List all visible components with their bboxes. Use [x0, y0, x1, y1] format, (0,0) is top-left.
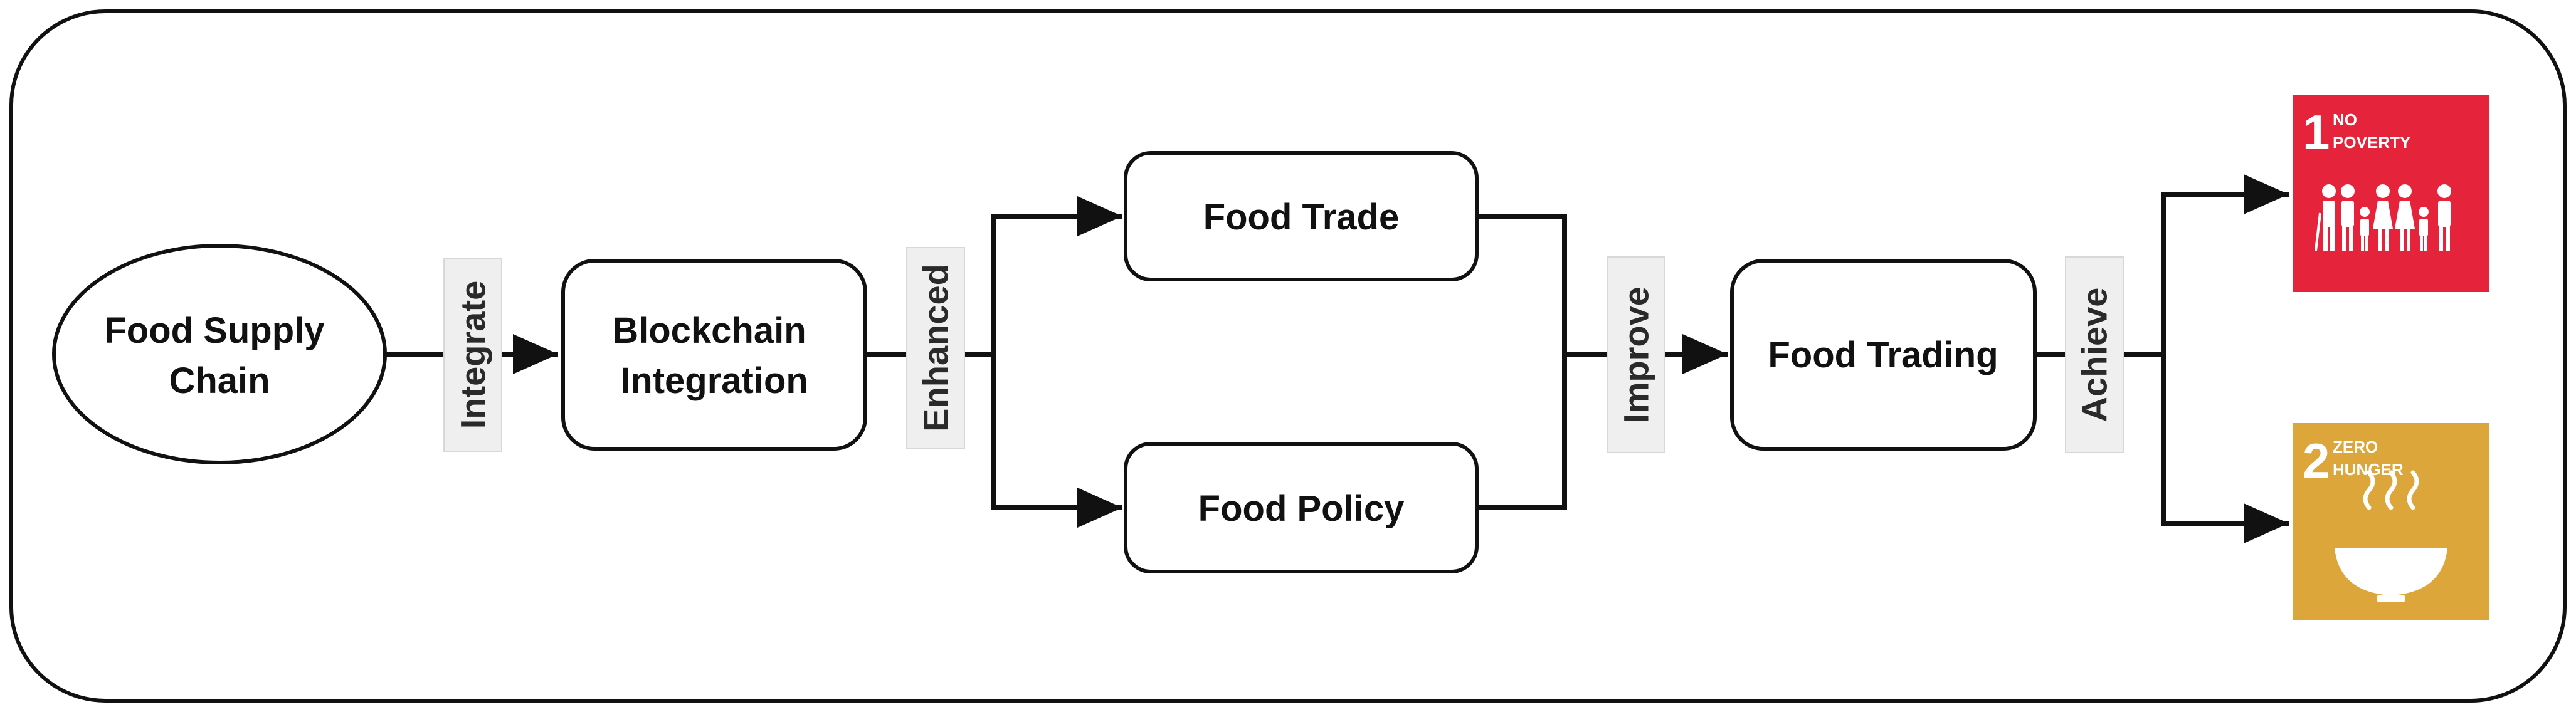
node-food-trading: Food Trading: [1730, 259, 2037, 451]
node-food-policy-label: Food Policy: [1198, 488, 1405, 529]
edge-label-achieve: Achieve: [2065, 256, 2124, 453]
bowl-icon: [2335, 470, 2447, 602]
node-food-policy: Food Policy: [1124, 442, 1479, 573]
edge-label-enhanced-text: Enhanced: [916, 264, 956, 432]
edge-label-enhanced: Enhanced: [906, 247, 965, 449]
family-icon: [2315, 184, 2451, 251]
sdg-goal-1-tile: 1 NO POVERTY: [2293, 95, 2489, 292]
node-food-supply-chain-label: Food Supply Chain: [104, 310, 334, 401]
edge-achieve-branch-goal1: [2161, 174, 2289, 354]
edge-enhanced-branch-upper: [991, 196, 1122, 354]
sdg-goal-1-number: 1: [2303, 105, 2330, 160]
node-food-supply-chain: Food Supply Chain: [52, 244, 387, 464]
sdg-goal-1-title: NO POVERTY: [2333, 110, 2410, 152]
edge-label-integrate: Integrate: [443, 258, 502, 452]
edge-achieve-branch-goal2: [2161, 354, 2289, 543]
node-food-trade-label: Food Trade: [1203, 197, 1400, 238]
edge-enhanced-branch-lower: [991, 354, 1122, 528]
sdg-goal-2-number: 2: [2303, 433, 2330, 488]
edge-label-achieve-text: Achieve: [2075, 288, 2114, 422]
node-food-trading-label: Food Trading: [1768, 335, 1998, 375]
edge-label-improve: Improve: [1607, 256, 1665, 453]
node-blockchain-integration: Blockchain Integration: [561, 259, 867, 451]
outer-frame: [9, 9, 2567, 703]
edge-label-improve-text: Improve: [1617, 286, 1656, 423]
node-food-trade: Food Trade: [1124, 151, 1479, 281]
edge-trade-merge: [1477, 214, 1567, 354]
connectors: [385, 174, 2289, 543]
node-blockchain-integration-label: Blockchain Integration: [612, 310, 816, 401]
sdg-goal-2-tile: 2 ZERO HUNGER: [2293, 423, 2489, 620]
edge-policy-merge: [1477, 354, 1567, 510]
sdg-goal-2-title: ZERO HUNGER: [2333, 437, 2404, 479]
edge-label-integrate-text: Integrate: [453, 281, 493, 429]
